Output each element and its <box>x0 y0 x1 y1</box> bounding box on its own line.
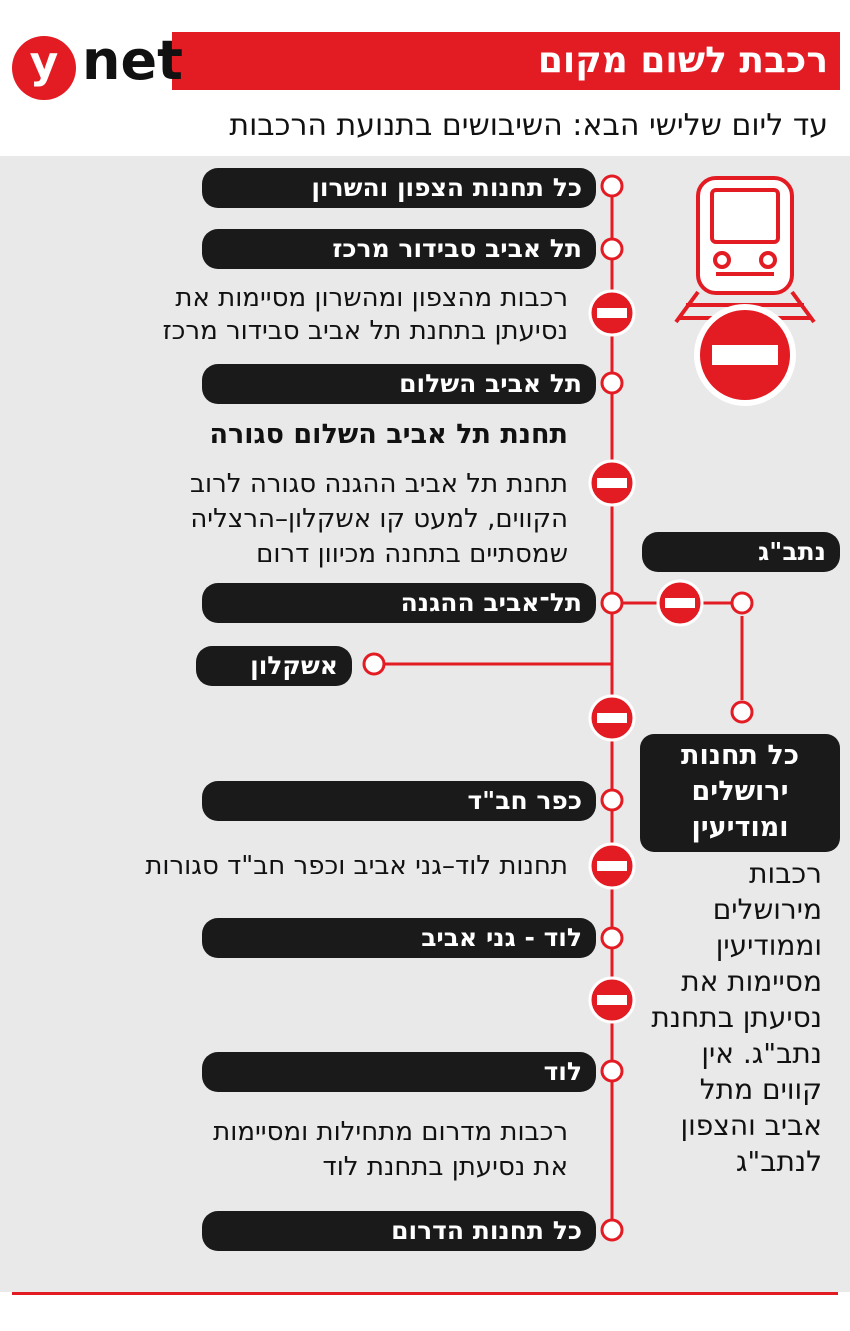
station-hashalom: תל אביב השלום <box>202 364 596 404</box>
header-banner <box>172 32 840 90</box>
station-circle-icon <box>600 591 624 615</box>
no-entry-icon <box>694 304 796 406</box>
station-lod-ganei-aviv: לוד - גני אביב <box>202 918 596 958</box>
station-circle-icon <box>730 700 754 724</box>
jerusalem-modiin-box: כל תחנות ירושלים ומודיעין <box>640 734 840 852</box>
savidor-note-line1: רכבות מהצפון ומהשרון מסיימות את <box>175 283 568 313</box>
subtitle: עד ליום שלישי הבא: השיבושים בתנועת הרכבו… <box>229 108 828 143</box>
no-entry-icon <box>588 459 636 507</box>
station-savidor: תל אביב סבידור מרכז <box>202 229 596 269</box>
savidor-note-line2: נסיעתן בתחנת תל אביב סבידור מרכז <box>162 316 568 346</box>
no-entry-icon <box>656 579 704 627</box>
ynet-logo-circle <box>12 36 76 100</box>
lod-note-line1: רכבות מדרום מתחילות ומסיימות <box>213 1117 568 1147</box>
header-title: רכבת לשום מקום <box>537 40 828 81</box>
station-circle-icon <box>730 591 754 615</box>
hashalom-closed-note: תחנת תל אביב השלום סגורה <box>209 419 568 450</box>
station-lod: לוד <box>202 1052 596 1092</box>
station-circle-icon <box>600 174 624 198</box>
bottom-divider <box>12 1292 838 1295</box>
station-circle-icon <box>600 788 624 812</box>
lod-ganei-closed-note: תחנות לוד–גני אביב וכפר חב"ד סגורות <box>145 851 568 881</box>
station-nataba: נתב"ג <box>642 532 840 572</box>
no-entry-icon <box>588 842 636 890</box>
ynet-logo-y: y <box>29 37 59 88</box>
station-ashkelon: אשקלון <box>196 646 352 686</box>
station-kfar-chabad: כפר חב"ד <box>202 781 596 821</box>
jerusalem-note: רכבות מירושלים וממודיעין מסיימות את נסיע… <box>651 857 822 1178</box>
jerusalem-box-line1: כל תחנות <box>681 740 799 771</box>
lod-note-line2: את נסיעתן בתחנת לוד <box>322 1152 568 1182</box>
ynet-logo-net: net <box>82 29 183 92</box>
no-entry-icon <box>588 694 636 742</box>
no-entry-icon <box>588 289 636 337</box>
hahagana-note-line3: שמסתיים בתחנה מכיוון דרום <box>256 539 568 569</box>
station-circle-icon <box>600 1059 624 1083</box>
station-north: כל תחנות הצפון והשרון <box>202 168 596 208</box>
station-circle-icon <box>600 1218 624 1242</box>
jerusalem-box-line3: ומודיעין <box>691 812 789 843</box>
jerusalem-box-line2: ירושלים <box>691 776 789 807</box>
hahagana-note-line2: הקווים, למעט קו אשקלון–הרצליה <box>190 504 568 534</box>
station-circle-icon <box>600 926 624 950</box>
no-entry-icon <box>588 976 636 1024</box>
station-circle-icon <box>362 652 386 676</box>
station-hahagana: תל־אביב ההגנה <box>202 583 596 623</box>
station-circle-icon <box>600 371 624 395</box>
station-circle-icon <box>600 237 624 261</box>
train-icon <box>674 176 816 324</box>
station-south: כל תחנות הדרום <box>202 1211 596 1251</box>
hahagana-note-line1: תחנת תל אביב ההגנה סגורה לרוב <box>189 469 568 499</box>
